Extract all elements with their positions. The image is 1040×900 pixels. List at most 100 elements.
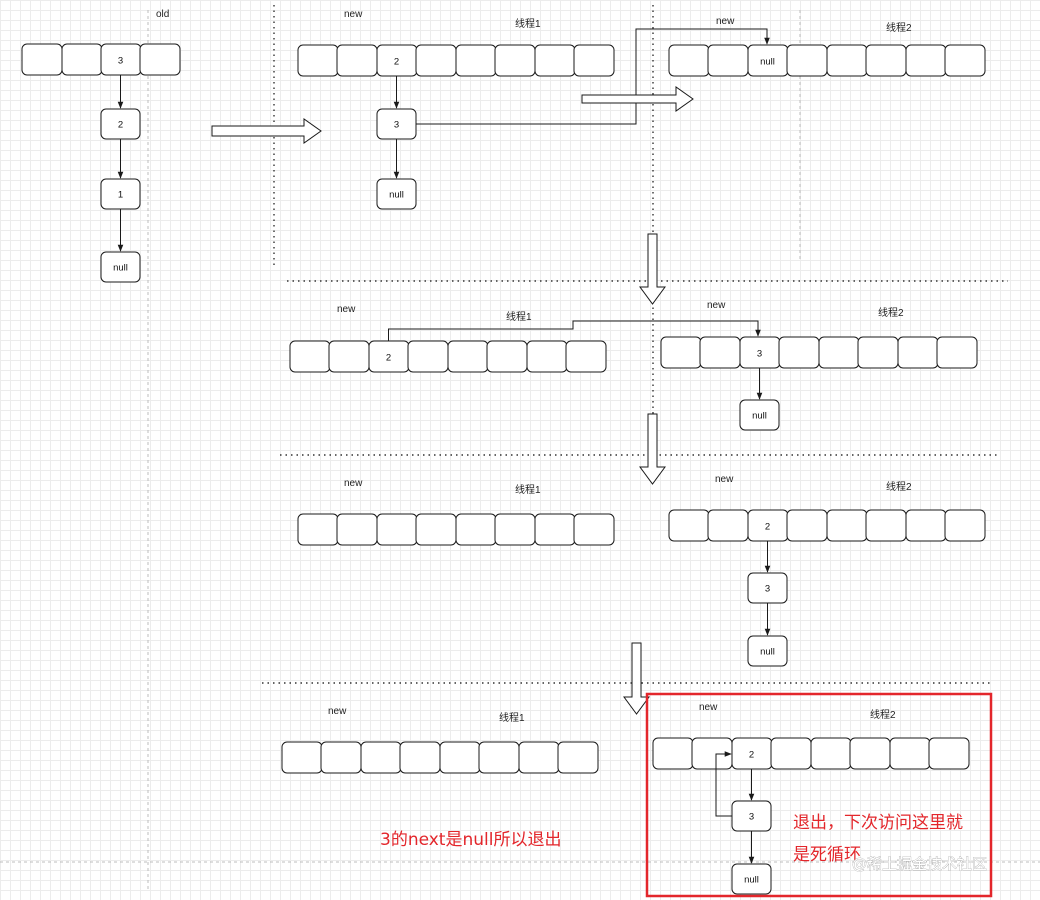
- bucket-value: 3: [757, 349, 762, 360]
- array-new-thread1: 2: [297, 44, 615, 77]
- bucket: [865, 44, 907, 77]
- bucket: [944, 509, 986, 542]
- bucket: [407, 340, 449, 373]
- bucket: [826, 44, 868, 77]
- bucket: [818, 336, 860, 369]
- bucket: [865, 509, 907, 542]
- node-label: null: [389, 190, 404, 201]
- pointer-arrow: [388, 320, 761, 341]
- bucket: [668, 509, 710, 542]
- bucket: [810, 737, 852, 770]
- label-new: new: [344, 9, 363, 20]
- node-label: null: [760, 647, 775, 658]
- bucket: [494, 513, 536, 546]
- bucket: [320, 741, 362, 774]
- array-new-thread1: 2: [289, 340, 607, 373]
- bucket-value: 2: [765, 522, 770, 533]
- bucket: [139, 43, 181, 76]
- bucket: [826, 509, 868, 542]
- bucket: [849, 737, 891, 770]
- bucket: [486, 340, 528, 373]
- bucket: [439, 741, 481, 774]
- bucket: [905, 44, 947, 77]
- node-null: [747, 635, 788, 667]
- bucket: [336, 513, 378, 546]
- bucket-value: 2: [386, 353, 391, 364]
- label-thread2: 线程2: [870, 708, 896, 721]
- transition-arrow-down: [623, 642, 650, 715]
- label-new: new: [715, 474, 734, 485]
- bucket: [328, 340, 370, 373]
- bucket: [557, 741, 599, 774]
- bucket: [336, 44, 378, 77]
- bucket: [534, 44, 576, 77]
- transition-arrow-down: [639, 233, 666, 305]
- label-thread1: 线程1: [515, 17, 541, 30]
- transition-arrow-down: [639, 413, 666, 485]
- bucket: [21, 43, 63, 76]
- node-label: 3: [394, 120, 399, 131]
- array-new-thread2: null: [668, 44, 986, 77]
- bucket: [660, 336, 702, 369]
- label-old: old: [156, 9, 169, 20]
- label-new: new: [699, 702, 718, 713]
- highlight-box: [645, 692, 993, 898]
- bucket-value: 2: [749, 750, 754, 761]
- bucket: [936, 336, 978, 369]
- bucket: [889, 737, 931, 770]
- node-label: 1: [118, 190, 123, 201]
- bucket: [573, 44, 615, 77]
- bucket: [360, 741, 402, 774]
- array-new-thread2: 2: [652, 737, 970, 770]
- bucket: [61, 43, 103, 76]
- label-new: new: [337, 304, 356, 315]
- bucket: [565, 340, 607, 373]
- array-new-thread2: 3: [660, 336, 978, 369]
- bucket: [478, 741, 520, 774]
- bucket: [928, 737, 970, 770]
- bucket: [455, 44, 497, 77]
- bucket: [376, 513, 418, 546]
- bucket: [455, 513, 497, 546]
- node-label: null: [752, 411, 767, 422]
- bucket: [281, 741, 323, 774]
- exit-note: 3的next是null所以退出: [380, 830, 561, 850]
- node-null: [376, 178, 417, 210]
- node-label: 3: [765, 584, 770, 595]
- watermark: @稀土掘金技术社区: [852, 855, 987, 873]
- label-thread2: 线程2: [878, 306, 904, 319]
- bucket-value: 2: [394, 57, 399, 68]
- bucket: [905, 509, 947, 542]
- loop-note-line2: 是死循环: [793, 845, 861, 865]
- bucket: [526, 340, 568, 373]
- cycle-back-arrow: [715, 751, 732, 817]
- transition-arrow-right: [211, 118, 322, 144]
- bucket-value: null: [760, 57, 775, 68]
- bucket: [707, 44, 749, 77]
- bucket: [518, 741, 560, 774]
- bucket: [668, 44, 710, 77]
- bucket: [944, 44, 986, 77]
- label-thread2: 线程2: [886, 480, 912, 493]
- node-label: null: [113, 263, 128, 274]
- array-new-thread1: [281, 741, 599, 774]
- bucket: [786, 509, 828, 542]
- bucket: [534, 513, 576, 546]
- node-label: 2: [118, 120, 123, 131]
- node-label: 3: [749, 812, 754, 823]
- label-new: new: [328, 706, 347, 717]
- bucket: [415, 44, 457, 77]
- bucket: [573, 513, 615, 546]
- label-thread1: 线程1: [499, 711, 525, 724]
- array-new-thread2: 2: [668, 509, 986, 542]
- bucket: [707, 509, 749, 542]
- bucket: [399, 741, 441, 774]
- node-null: [100, 251, 141, 283]
- bucket: [699, 336, 741, 369]
- bucket: [897, 336, 939, 369]
- bucket: [857, 336, 899, 369]
- node-label: null: [744, 875, 759, 886]
- bucket: [447, 340, 489, 373]
- bucket: [494, 44, 536, 77]
